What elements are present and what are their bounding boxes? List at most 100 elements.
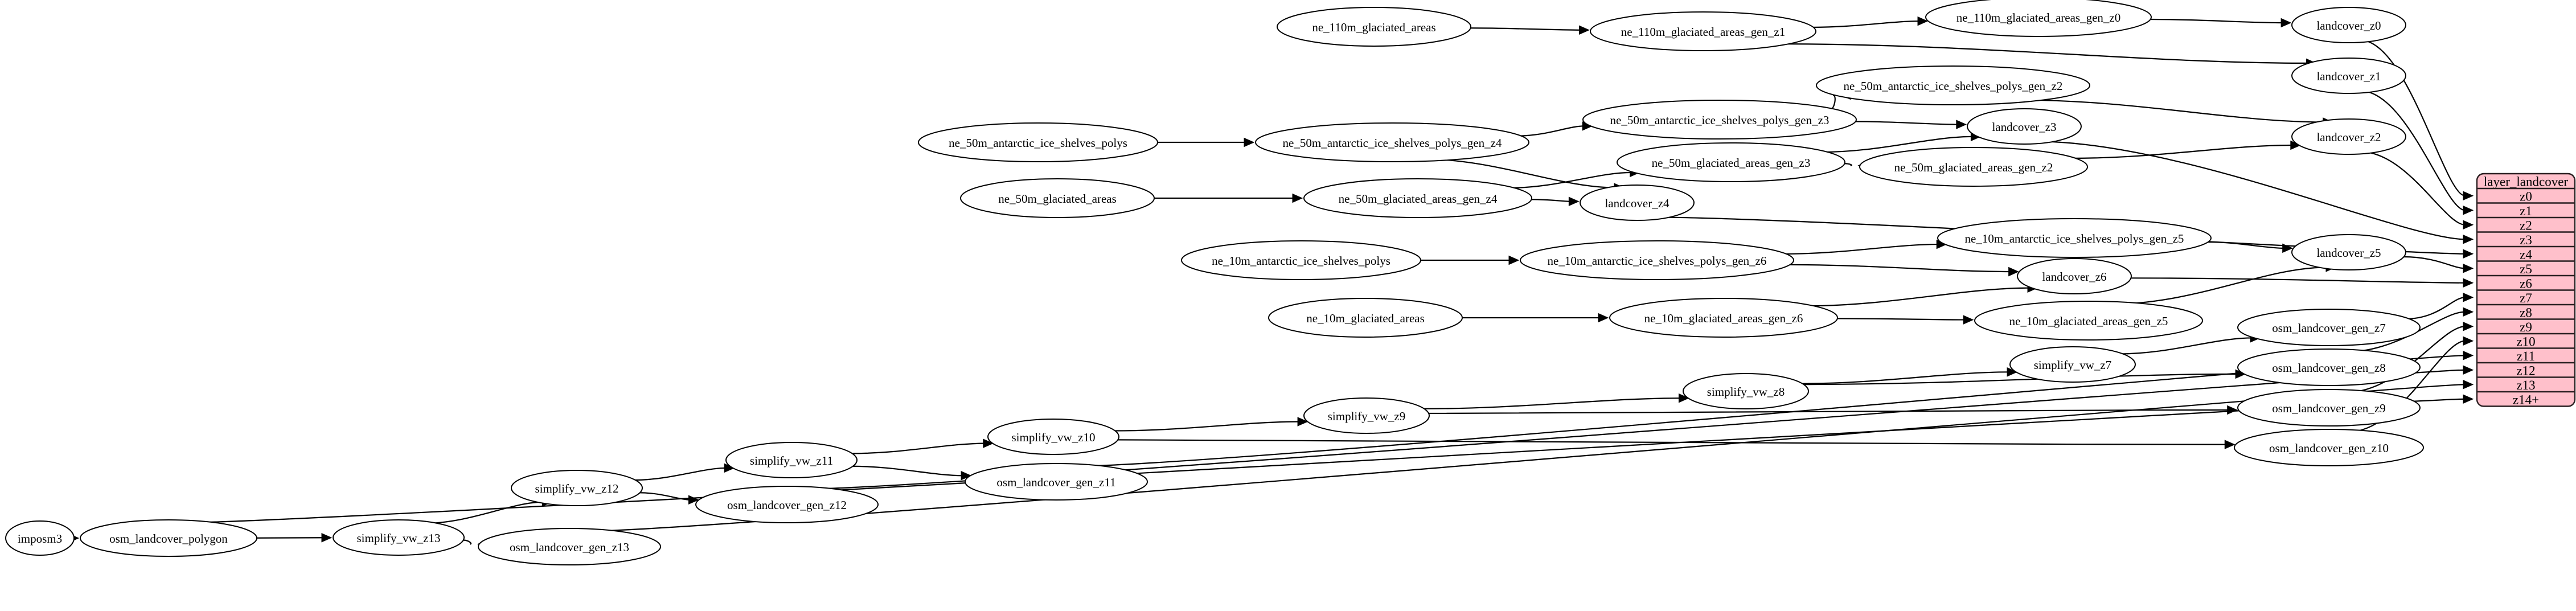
edge-arrowhead <box>2008 266 2019 277</box>
record-table-layer: layer_landcoverz0z1z2z3z4z5z6z7z8z9z10z1… <box>2476 173 2576 407</box>
graph-node-ne_10m_glaciated_areas_gen_z5[interactable]: ne_10m_glaciated_areas_gen_z5 <box>1974 301 2203 341</box>
node-label: ne_50m_antarctic_ice_shelves_polys <box>949 136 1127 150</box>
record-row-z2[interactable]: z2 <box>2520 218 2532 232</box>
graph-node-ne_10m_antarctic_ice_shelves_polys_gen_z6[interactable]: ne_10m_antarctic_ice_shelves_polys_gen_z… <box>1520 240 1794 280</box>
graph-node-imposm3[interactable]: imposm3 <box>5 520 75 556</box>
record-row-z9[interactable]: z9 <box>2520 320 2532 334</box>
record-table-header-label: layer_landcover <box>2484 175 2568 189</box>
node-shape <box>960 178 1155 218</box>
graph-node-landcover_z5[interactable]: landcover_z5 <box>2291 234 2406 270</box>
graph-node-ne_10m_antarctic_ice_shelves_polys[interactable]: ne_10m_antarctic_ice_shelves_polys <box>1181 240 1421 280</box>
node-shape <box>511 470 643 506</box>
node-label: osm_landcover_gen_z7 <box>2272 321 2385 335</box>
record-row-z14plus[interactable]: z14+ <box>2513 392 2539 407</box>
graph-node-landcover_z1[interactable]: landcover_z1 <box>2291 58 2406 94</box>
record-row-z12[interactable]: z12 <box>2516 363 2535 378</box>
graph-node-osm_landcover_gen_z10[interactable]: osm_landcover_gen_z10 <box>2234 429 2424 466</box>
graph-edge-simplify_vw_z7--to--osm_landcover_gen_z7 <box>2117 337 2253 355</box>
graph-edge-ne_50m_glaciated_areas_gen_z4--to--landcover_z4 <box>1531 199 1571 202</box>
graph-node-simplify_vw_z12[interactable]: simplify_vw_z12 <box>511 470 643 506</box>
node-label: ne_10m_glaciated_areas_gen_z6 <box>1644 311 1803 325</box>
record-row-z8[interactable]: z8 <box>2520 305 2532 319</box>
edge-arrowhead <box>2463 292 2474 302</box>
graph-node-simplify_vw_z9[interactable]: simplify_vw_z9 <box>1303 397 1430 434</box>
record-row-z6[interactable]: z6 <box>2520 276 2532 290</box>
graph-node-simplify_vw_z10[interactable]: simplify_vw_z10 <box>987 419 1119 455</box>
graph-node-ne_110m_glaciated_areas_gen_z1[interactable]: ne_110m_glaciated_areas_gen_z1 <box>1590 11 1816 51</box>
node-shape <box>2237 309 2421 346</box>
edge-arrowhead <box>961 470 972 481</box>
edge-arrowhead <box>2463 365 2474 375</box>
record-row-z0[interactable]: z0 <box>2520 189 2532 203</box>
graph-node-osm_landcover_gen_z11[interactable]: osm_landcover_gen_z11 <box>965 463 1148 501</box>
graph-edge-simplify_vw_z8--to--osm_landcover_gen_z8 <box>1802 373 2238 386</box>
record-row-z13[interactable]: z13 <box>2516 378 2535 392</box>
record-row-z3[interactable]: z3 <box>2520 233 2532 247</box>
record-row-z10[interactable]: z10 <box>2516 334 2535 348</box>
graph-node-landcover_z4[interactable]: landcover_z4 <box>1580 184 1695 221</box>
graph-node-ne_10m_glaciated_areas[interactable]: ne_10m_glaciated_areas <box>1268 298 1463 338</box>
graph-edge-landcover_z2--to--record-z2 <box>2360 151 2466 225</box>
graph-node-landcover_z6[interactable]: landcover_z6 <box>2017 258 2132 294</box>
node-shape <box>1303 178 1532 218</box>
graph-node-ne_110m_glaciated_areas[interactable]: ne_110m_glaciated_areas <box>1277 7 1471 47</box>
node-shape <box>5 520 75 556</box>
graph-edge-simplify_vw_z13--to--simplify_vw_z12 <box>421 501 544 524</box>
node-shape <box>2291 234 2406 270</box>
edge-arrowhead <box>321 533 333 543</box>
graph-node-ne_10m_antarctic_ice_shelves_polys_gen_z5[interactable]: ne_10m_antarctic_ice_shelves_polys_gen_z… <box>1937 218 2212 258</box>
graph-node-ne_50m_antarctic_ice_shelves_polys_gen_z3[interactable]: ne_50m_antarctic_ice_shelves_polys_gen_z… <box>1582 100 1857 140</box>
record-row-z5[interactable]: z5 <box>2520 262 2532 276</box>
graph-node-osm_landcover_gen_z8[interactable]: osm_landcover_gen_z8 <box>2237 348 2421 386</box>
node-label: landcover_z4 <box>1605 196 1670 210</box>
graph-node-osm_landcover_polygon[interactable]: osm_landcover_polygon <box>80 519 257 557</box>
node-shape <box>965 463 1148 501</box>
graph-node-ne_50m_glaciated_areas[interactable]: ne_50m_glaciated_areas <box>960 178 1155 218</box>
graph-edge-simplify_vw_z13--to--osm_landcover_gen_z13 <box>463 539 472 545</box>
graph-node-ne_50m_antarctic_ice_shelves_polys[interactable]: ne_50m_antarctic_ice_shelves_polys <box>918 122 1158 162</box>
graph-node-simplify_vw_z8[interactable]: simplify_vw_z8 <box>1683 373 1809 409</box>
graph-node-ne_50m_glaciated_areas_gen_z3[interactable]: ne_50m_glaciated_areas_gen_z3 <box>1617 142 1845 182</box>
graph-node-ne_50m_glaciated_areas_gen_z4[interactable]: ne_50m_glaciated_areas_gen_z4 <box>1303 178 1532 218</box>
record-row-z1[interactable]: z1 <box>2520 204 2532 218</box>
node-label: osm_landcover_gen_z12 <box>727 498 847 512</box>
graph-node-landcover_z0[interactable]: landcover_z0 <box>2291 7 2406 43</box>
node-shape <box>695 486 879 523</box>
graph-node-simplify_vw_z7[interactable]: simplify_vw_z7 <box>2009 346 2136 383</box>
edge-arrowhead <box>1508 255 1520 265</box>
graph-node-osm_landcover_gen_z13[interactable]: osm_landcover_gen_z13 <box>478 528 661 565</box>
graph-node-osm_landcover_gen_z9[interactable]: osm_landcover_gen_z9 <box>2237 389 2421 427</box>
graph-edge-simplify_vw_z9--to--osm_landcover_gen_z9 <box>1428 409 2229 415</box>
record-row-z4[interactable]: z4 <box>2520 247 2532 261</box>
node-label: simplify_vw_z8 <box>1707 385 1785 399</box>
graph-edge-ne_50m_glaciated_areas_gen_z4--to--ne_50m_glaciated_areas_gen_z3 <box>1507 171 1632 189</box>
graph-edge-ne_110m_glaciated_areas_gen_z1--to--landcover_z1 <box>1775 43 2308 64</box>
graph-node-simplify_vw_z11[interactable]: simplify_vw_z11 <box>725 442 858 478</box>
graph-node-landcover_z3[interactable]: landcover_z3 <box>1967 108 2082 145</box>
node-label: imposm3 <box>18 532 62 546</box>
node-shape <box>1925 0 2152 37</box>
node-shape <box>1683 373 1809 409</box>
node-shape <box>1617 142 1845 182</box>
graph-node-ne_110m_glaciated_areas_gen_z0[interactable]: ne_110m_glaciated_areas_gen_z0 <box>1925 0 2152 37</box>
node-label: landcover_z2 <box>2316 130 2381 144</box>
graph-edge-simplify_vw_z12--to--simplify_vw_z11 <box>632 467 727 481</box>
node-label: ne_110m_glaciated_areas <box>1312 20 1435 34</box>
graph-edge-simplify_vw_z9--to--simplify_vw_z8 <box>1422 397 1681 409</box>
graph-edge-simplify_vw_z8--to--simplify_vw_z7 <box>1799 371 2009 384</box>
graph-node-landcover_z2[interactable]: landcover_z2 <box>2291 118 2406 155</box>
node-label: ne_50m_glaciated_areas_gen_z2 <box>1894 161 2053 174</box>
edge-arrowhead <box>1917 16 1929 26</box>
graph-node-ne_50m_antarctic_ice_shelves_polys_gen_z4[interactable]: ne_50m_antarctic_ice_shelves_polys_gen_z… <box>1255 122 1529 162</box>
edge-arrowhead <box>1568 196 1580 207</box>
graph-node-ne_50m_glaciated_areas_gen_z2[interactable]: ne_50m_glaciated_areas_gen_z2 <box>1859 147 2088 187</box>
record-row-z11[interactable]: z11 <box>2517 349 2535 363</box>
graph-node-osm_landcover_gen_z12[interactable]: osm_landcover_gen_z12 <box>695 486 879 523</box>
node-label: landcover_z5 <box>2316 246 2381 260</box>
graph-node-ne_50m_antarctic_ice_shelves_polys_gen_z2[interactable]: ne_50m_antarctic_ice_shelves_polys_gen_z… <box>1816 65 2090 105</box>
record-row-z7[interactable]: z7 <box>2520 291 2532 305</box>
graph-node-ne_10m_glaciated_areas_gen_z6[interactable]: ne_10m_glaciated_areas_gen_z6 <box>1609 298 1838 338</box>
graph-node-simplify_vw_z13[interactable]: simplify_vw_z13 <box>333 519 465 556</box>
node-shape <box>1974 301 2203 341</box>
graph-node-osm_landcover_gen_z7[interactable]: osm_landcover_gen_z7 <box>2237 309 2421 346</box>
